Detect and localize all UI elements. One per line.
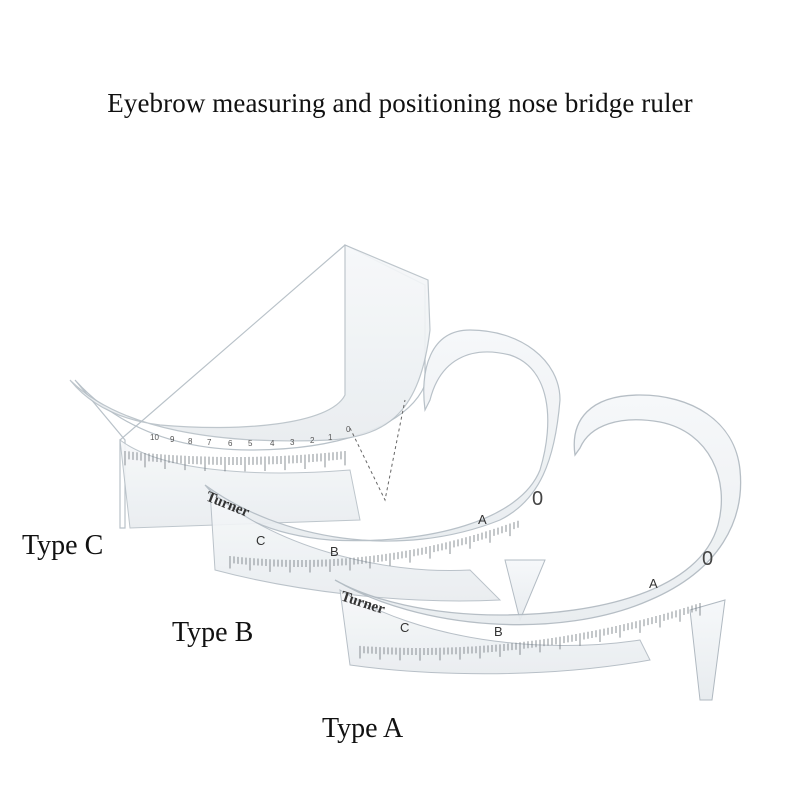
letter-a: A	[478, 512, 487, 527]
zero-mark: 0	[702, 548, 713, 570]
type-c-scale-numbers: 10 9 8 7 6 5 4 3 2 1 0	[150, 425, 351, 448]
letter-b: B	[330, 544, 339, 559]
label-type-c: Type C	[22, 530, 104, 561]
zero-mark: 0	[532, 488, 543, 510]
letter-c: C	[256, 533, 265, 548]
scale-number: 0	[346, 425, 351, 434]
scale-number: 7	[207, 438, 212, 447]
letter-a: A	[649, 576, 658, 591]
type-c-scale-ticks	[124, 451, 346, 472]
letter-c: C	[400, 620, 409, 635]
type-b-scale-ticks	[229, 520, 519, 573]
scale-number: 6	[228, 439, 233, 448]
scale-number: 4	[270, 439, 275, 448]
scale-number: 1	[328, 433, 333, 442]
label-type-b: Type B	[172, 617, 254, 648]
type-b-ruler: Turner C B A 0	[204, 329, 561, 622]
scale-number: 8	[188, 437, 193, 446]
letter-b: B	[494, 624, 503, 639]
scale-number: 3	[290, 438, 295, 447]
type-a-ruler: Turner C B A 0	[334, 394, 742, 701]
scale-number: 9	[170, 435, 175, 444]
page-title: Eyebrow measuring and positioning nose b…	[107, 88, 693, 118]
scale-number: 5	[248, 439, 253, 448]
type-c-ruler: 10 9 8 7 6 5 4 3 2 1 0	[69, 244, 431, 529]
label-type-a: Type A	[322, 713, 404, 744]
scale-number: 2	[310, 436, 315, 445]
type-a-scale-ticks	[359, 603, 701, 661]
scale-number: 10	[150, 433, 159, 442]
